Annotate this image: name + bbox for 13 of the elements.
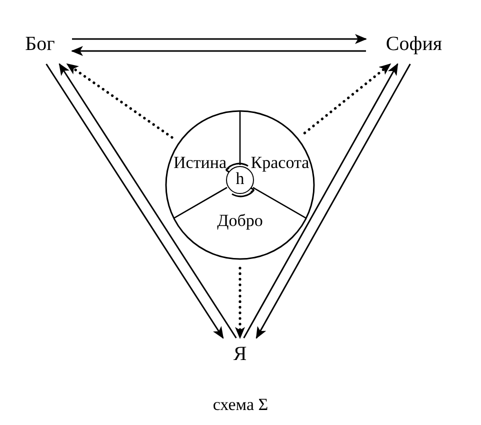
dotted-arrow — [303, 62, 392, 134]
arrow — [243, 63, 398, 338]
arrow — [72, 34, 367, 44]
sector-circle — [165, 110, 315, 260]
arrow — [71, 46, 366, 56]
dotted-arrow — [66, 62, 174, 139]
term-label: София — [372, 32, 456, 58]
arrow — [256, 64, 411, 339]
sector-label: Добро — [210, 210, 270, 232]
caption: схема Σ — [212, 395, 268, 414]
term-label: Бог — [14, 32, 66, 58]
term-label: Я — [226, 342, 254, 368]
dotted-arrow — [235, 266, 245, 340]
